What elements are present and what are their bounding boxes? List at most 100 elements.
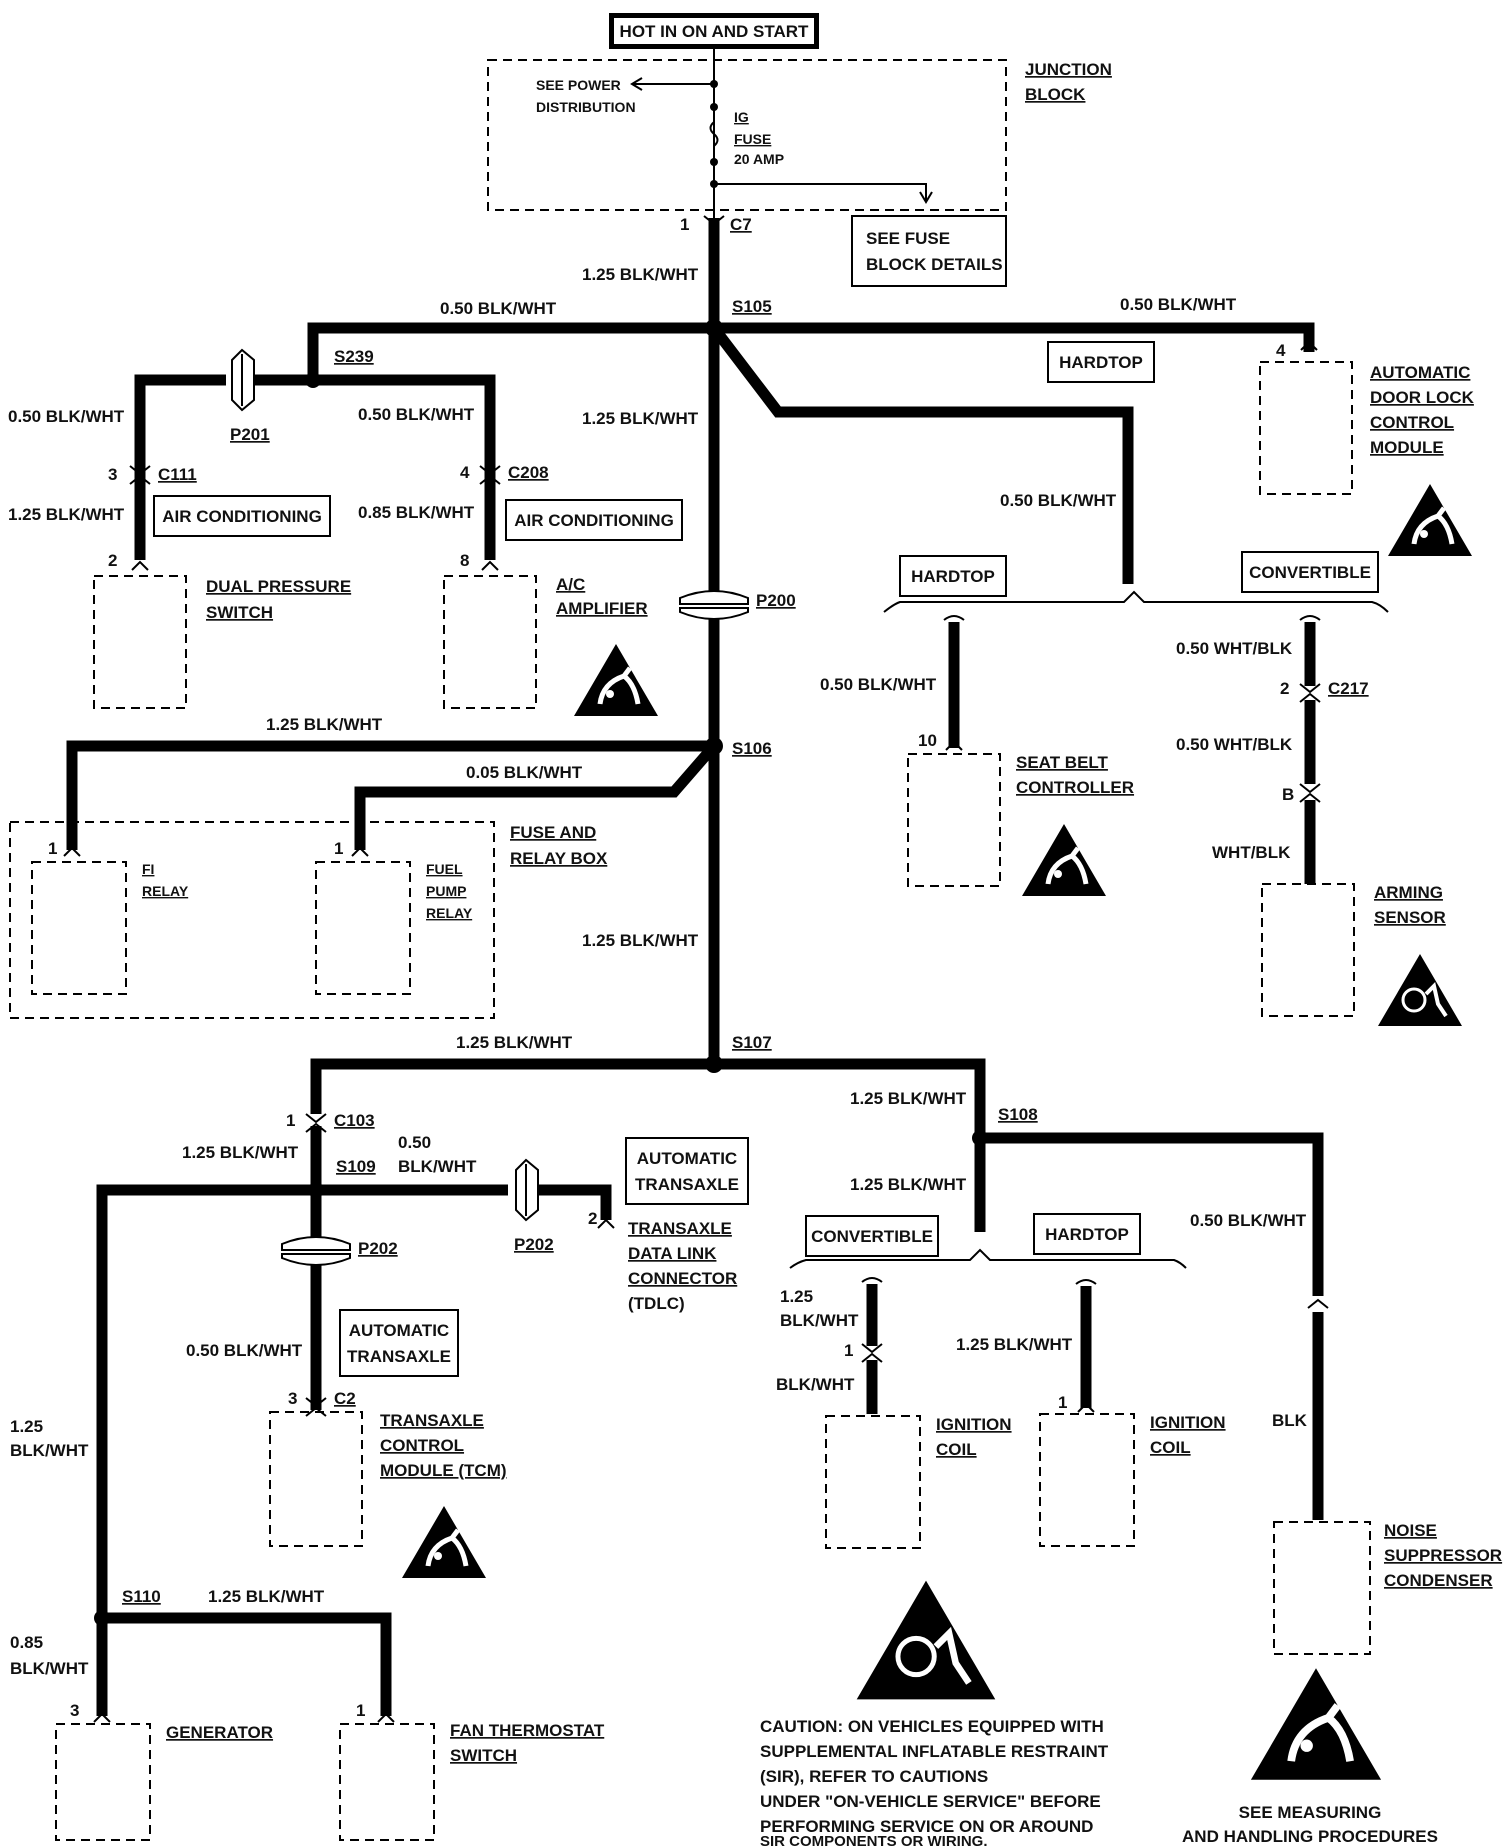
fuse-block-label-2: BLOCK DETAILS: [866, 255, 1003, 274]
amp-pin: 8: [460, 551, 469, 570]
wire-c7: 1.25 BLK/WHT: [582, 265, 699, 284]
ac-amplifier: [443, 575, 537, 709]
seatbelt-label-2: CONTROLLER: [1016, 778, 1134, 797]
fuse-relay-box: [9, 821, 495, 1019]
b-connector: [1299, 783, 1321, 803]
c217-pin: 2: [1280, 679, 1289, 698]
wire-tcm: 0.50 BLK/WHT: [186, 1341, 303, 1360]
s110-label: S110: [122, 1587, 161, 1606]
b-pin: B: [1282, 785, 1294, 804]
wire-dps: 1.25 BLK/WHT: [8, 505, 125, 524]
generator: [55, 1723, 151, 1841]
wire-s106-left: 1.25 BLK/WHT: [266, 715, 383, 734]
arming-label-1: ARMING: [1374, 883, 1443, 902]
tcm-label-2: CONTROL: [380, 1436, 464, 1455]
generator-label: GENERATOR: [166, 1723, 273, 1742]
p200-connector-bottom: [679, 607, 749, 620]
p202-to-tdlc: [536, 1184, 612, 1220]
wire-s108-right: 0.50 BLK/WHT: [1190, 1211, 1307, 1230]
amp-label-1: A/C: [556, 575, 585, 594]
c208-label: C208: [508, 463, 549, 482]
s108-label: S108: [998, 1105, 1038, 1124]
door-lock-label-4: MODULE: [1370, 438, 1444, 457]
c7-label: C7: [730, 215, 752, 234]
s110-splice: [94, 1610, 110, 1626]
c111-pin: 3: [108, 465, 117, 484]
s107-splice: [705, 1055, 723, 1073]
wire-left-long-1: 1.25: [10, 1417, 43, 1436]
wire-s108-down: 1.25 BLK/WHT: [850, 1175, 967, 1194]
noise-suppressor: [1273, 1521, 1371, 1655]
p200-label: P200: [756, 591, 796, 610]
relay-box-label-1: FUSE AND: [510, 823, 596, 842]
title-text: HOT IN ON AND START: [620, 22, 809, 41]
s108-splice: [972, 1130, 988, 1146]
wire-right-top: 0.50 BLK/WHT: [1120, 295, 1237, 314]
s106-to-fi: [66, 740, 714, 850]
convertible-label-2: CONVERTIBLE: [811, 1227, 933, 1246]
hardtop-label-1: HARDTOP: [1059, 353, 1143, 372]
c2-connector: [305, 1397, 327, 1417]
s107-right: [714, 1058, 986, 1232]
fan-label-2: SWITCH: [450, 1746, 517, 1765]
relay-box-label-2: RELAY BOX: [510, 849, 608, 868]
wire-left-long-2: BLK/WHT: [10, 1441, 89, 1460]
c217-connector: [1299, 683, 1321, 703]
s110-right: [102, 1612, 392, 1716]
ignition-coil-2: [1039, 1413, 1135, 1547]
gen-connector: [93, 1712, 111, 1723]
s239-to-amp: [313, 374, 496, 560]
wire-s109-right-1: 0.50: [398, 1133, 431, 1152]
wire-s239-down: 0.50 BLK/WHT: [358, 405, 475, 424]
option-bracket-1: [883, 590, 1389, 613]
arming-sensor: [1261, 883, 1355, 1017]
seatbelt-connector: [945, 740, 963, 751]
fuel-pin: 1: [334, 839, 343, 858]
air-cond-label-1: AIR CONDITIONING: [162, 507, 322, 526]
coil2-label-2: COIL: [1150, 1438, 1191, 1457]
wire-c103: 1.25 BLK/WHT: [182, 1143, 299, 1162]
tcm-label-1: TRANSAXLE: [380, 1411, 484, 1430]
c208-connector: [479, 465, 501, 485]
fi-connector: [63, 846, 81, 857]
junction-block-label-2: BLOCK: [1025, 85, 1086, 104]
esd-icon: [574, 644, 658, 716]
hardtop-label-3: HARDTOP: [1045, 1225, 1129, 1244]
tdlc-pin: 2: [588, 1209, 597, 1228]
p202b-label: P202: [358, 1239, 398, 1258]
noise-inline-connector: [1307, 1298, 1329, 1309]
fuse-node-mid: [710, 158, 718, 166]
p202a-label: P202: [514, 1235, 554, 1254]
seatbelt-controller: [907, 753, 1001, 887]
convertible-label-1: CONVERTIBLE: [1249, 563, 1371, 582]
coil1-label-2: COIL: [936, 1440, 977, 1459]
air-cond-label-2: AIR CONDITIONING: [514, 511, 674, 530]
fuse-icon: [709, 121, 719, 147]
fan-label-1: FAN THERMOSTAT: [450, 1721, 605, 1740]
wire-seatbelt: 0.50 BLK/WHT: [820, 675, 937, 694]
p201-label: P201: [230, 425, 270, 444]
fuse-block-details-box: [851, 215, 1007, 287]
s107-left: [310, 1058, 714, 1114]
s109-label: S109: [336, 1157, 376, 1176]
c103-pin: 1: [286, 1111, 295, 1130]
fuse-name: IG: [734, 109, 749, 125]
caution-line-2: SUPPLEMENTAL INFLATABLE RESTRAINT: [760, 1742, 1109, 1761]
caution-line-6: SIR COMPONENTS OR WIRING.: [760, 1833, 988, 1846]
fi-relay: [31, 861, 127, 995]
fuel-relay-label-2: PUMP: [426, 883, 466, 899]
esd-icon: [1388, 484, 1472, 556]
coil2-break: [1075, 1279, 1097, 1285]
gen-pin: 3: [70, 1701, 79, 1720]
p202b-connector-top: [281, 1236, 351, 1251]
ignition-coil-1: [825, 1415, 921, 1549]
wire-coil1-a: 1.25: [780, 1287, 813, 1306]
fi-pin: 1: [48, 839, 57, 858]
hardtop-label-2: HARDTOP: [911, 567, 995, 586]
coil2-pin: 1: [1058, 1393, 1067, 1412]
dual-pressure-switch: [93, 575, 187, 709]
esd-icon: [402, 1506, 486, 1578]
s108-right: [980, 1132, 1324, 1296]
junction-block-label-1: JUNCTION: [1025, 60, 1112, 79]
door-lock-label-2: DOOR LOCK: [1370, 388, 1475, 407]
